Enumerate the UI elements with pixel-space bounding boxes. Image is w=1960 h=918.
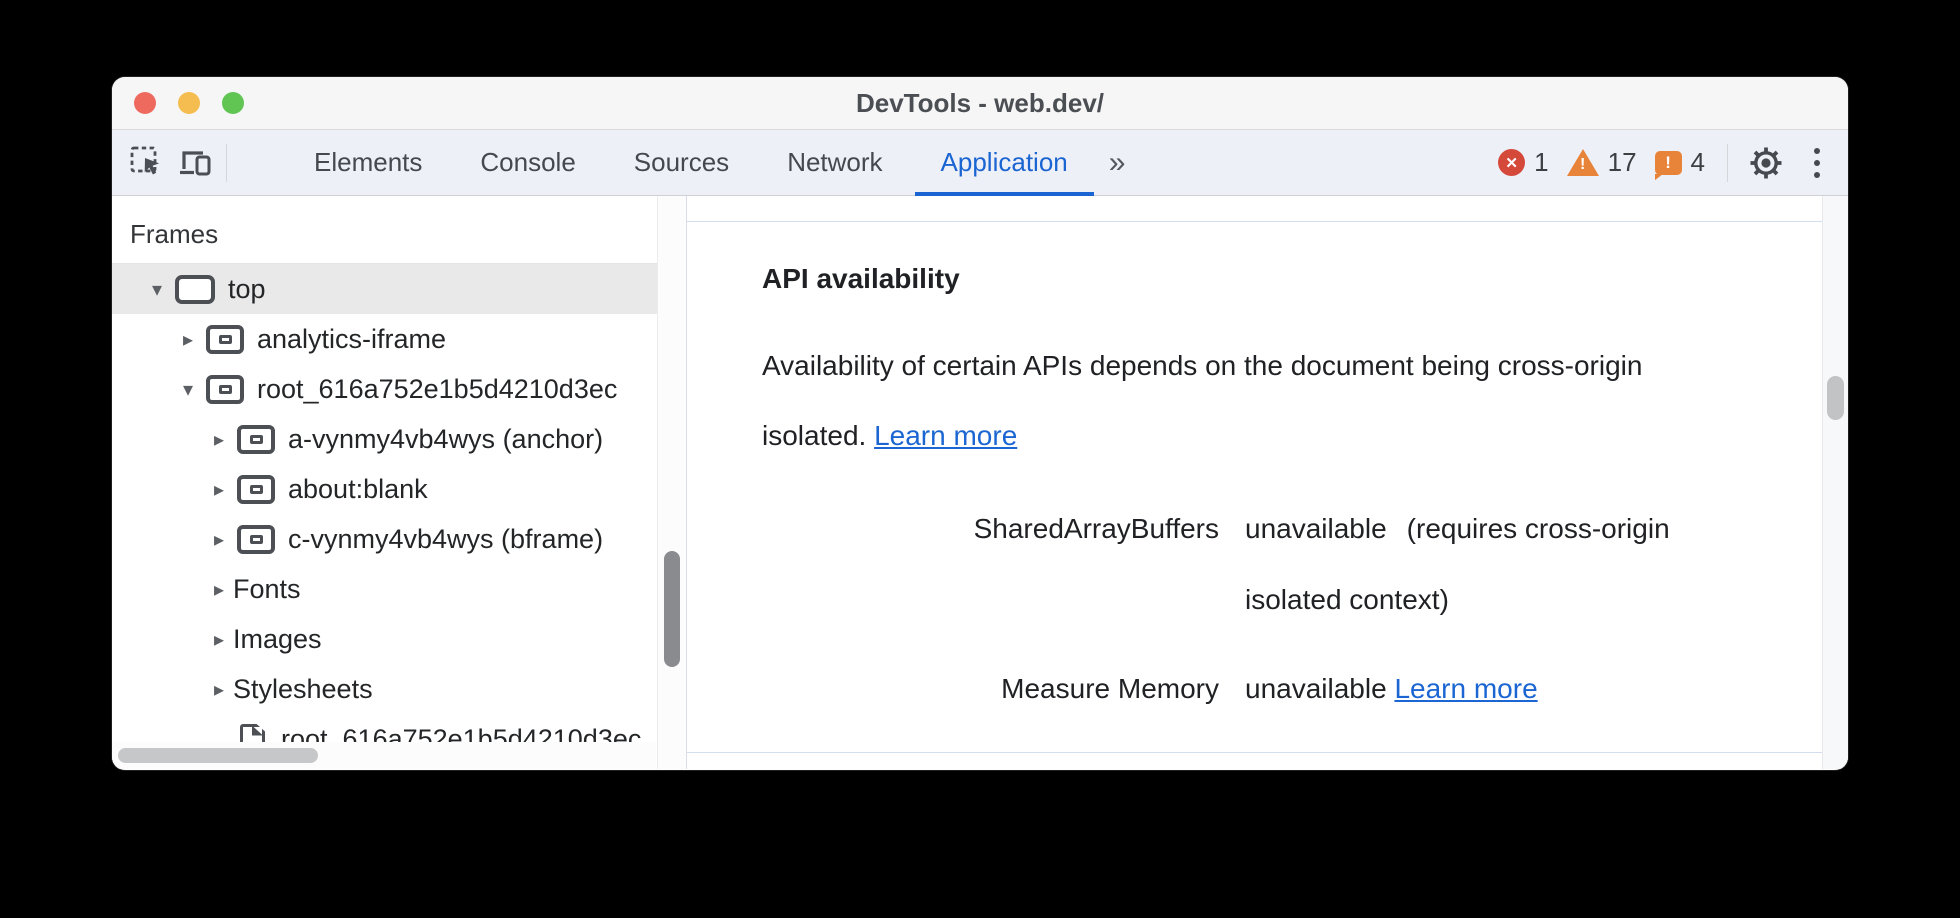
- toolbar-divider: [226, 143, 227, 182]
- content-vertical-scrollbar[interactable]: [1822, 196, 1848, 769]
- chevron-double-right-icon: »: [1108, 145, 1127, 179]
- tab-application[interactable]: Application: [912, 130, 1097, 196]
- measure-memory-learn-more-link[interactable]: Learn more: [1394, 673, 1538, 704]
- caret-down-icon[interactable]: ▾: [151, 278, 163, 301]
- issue-count: 4: [1690, 147, 1705, 177]
- frame-details-view: API availability Availability of certain…: [687, 196, 1848, 769]
- content-vertical-scrollbar-thumb[interactable]: [1827, 376, 1844, 420]
- iframe-icon: [206, 324, 244, 354]
- warning-count: 17: [1607, 147, 1637, 177]
- warning-badge[interactable]: ! 17: [1566, 147, 1637, 178]
- issues-badge[interactable]: ! 4: [1654, 147, 1705, 178]
- api-availability-table: SharedArrayBuffers unavailable(requires …: [762, 493, 1748, 724]
- tree-item-bframe[interactable]: ▸ c-vynmy4vb4wys (bframe): [112, 514, 686, 564]
- traffic-lights: [134, 77, 244, 129]
- api-status: unavailable: [1245, 513, 1387, 544]
- issue-icon: !: [1654, 150, 1682, 175]
- tab-network[interactable]: Network: [787, 147, 883, 177]
- caret-right-icon[interactable]: ▸: [213, 578, 225, 601]
- learn-more-link[interactable]: Learn more: [874, 420, 1018, 451]
- iframe-icon: [206, 374, 244, 404]
- top-frame-icon: [175, 274, 215, 304]
- error-badge[interactable]: ✕ 1: [1498, 147, 1549, 178]
- caret-right-icon[interactable]: ▸: [213, 628, 225, 651]
- tab-elements[interactable]: Elements: [314, 147, 423, 177]
- gear-icon: [1750, 147, 1782, 178]
- section-description: Availability of certain APIs depends on …: [762, 350, 1643, 451]
- window-title: DevTools - web.dev/: [855, 87, 1104, 118]
- caret-right-icon[interactable]: ▸: [213, 478, 225, 501]
- minimize-window-button[interactable]: [178, 92, 200, 114]
- warning-icon: !: [1566, 149, 1599, 176]
- settings-button[interactable]: [1746, 141, 1786, 185]
- iframe-icon: [237, 424, 275, 454]
- tree-item-about-blank[interactable]: ▸ about:blank: [112, 464, 686, 514]
- sidebar-horizontal-scrollbar[interactable]: [112, 742, 656, 769]
- api-row-value: unavailable Learn more: [1245, 653, 1745, 724]
- caret-down-icon[interactable]: ▾: [182, 378, 194, 401]
- iframe-icon: [237, 524, 275, 554]
- frames-section-header: Frames: [112, 196, 686, 264]
- api-row-value: unavailable(requires cross-origin isolat…: [1245, 493, 1745, 635]
- main-panel: Frames ▾ top ▸ analytics-iframe ▾ root_6…: [112, 196, 1848, 769]
- api-row-name: SharedArrayBuffers: [973, 513, 1219, 544]
- more-tabs-button[interactable]: »: [1097, 130, 1139, 196]
- section-divider: [687, 752, 1822, 769]
- tree-item-images[interactable]: ▸ Images: [112, 614, 686, 664]
- zoom-window-button[interactable]: [222, 92, 244, 114]
- api-status-note: (requires cross-origin isolated context): [1245, 513, 1670, 615]
- panel-tabs: Elements Console Sources Network Applica…: [285, 130, 1138, 196]
- titlebar: DevTools - web.dev/: [112, 77, 1848, 130]
- tab-console[interactable]: Console: [480, 147, 576, 177]
- kebab-menu-icon: [1814, 147, 1820, 154]
- api-row-name: Measure Memory: [1001, 673, 1219, 704]
- active-tab-underline: [914, 191, 1094, 196]
- toolbar-divider: [1727, 143, 1728, 182]
- tree-item-top[interactable]: ▾ top: [112, 264, 686, 314]
- inspect-element-button[interactable]: [128, 141, 166, 185]
- tree-item-analytics-iframe[interactable]: ▸ analytics-iframe: [112, 314, 686, 364]
- section-divider: [687, 196, 1822, 222]
- tree-item-root-frame[interactable]: ▾ root_616a752e1b5d4210d3ec: [112, 364, 686, 414]
- inspect-cursor-icon: [130, 146, 159, 174]
- api-status: unavailable: [1245, 673, 1387, 704]
- customize-devtools-button[interactable]: [1804, 141, 1830, 185]
- application-sidebar: Frames ▾ top ▸ analytics-iframe ▾ root_6…: [112, 196, 687, 769]
- caret-right-icon[interactable]: ▸: [213, 678, 225, 701]
- toggle-device-toolbar-button[interactable]: [176, 141, 214, 185]
- devtools-toolbar: Elements Console Sources Network Applica…: [112, 130, 1848, 196]
- close-window-button[interactable]: [134, 92, 156, 114]
- device-toolbar-icon: [180, 150, 211, 175]
- devtools-window: DevTools - web.dev/ Elements Console Sou…: [112, 77, 1848, 770]
- api-availability-section: API availability Availability of certain…: [687, 262, 1848, 724]
- error-count: 1: [1534, 147, 1549, 177]
- sidebar-vertical-scrollbar[interactable]: [657, 196, 686, 769]
- caret-right-icon[interactable]: ▸: [213, 428, 225, 451]
- tree-item-stylesheets[interactable]: ▸ Stylesheets: [112, 664, 686, 714]
- caret-right-icon[interactable]: ▸: [182, 328, 194, 351]
- tree-item-fonts[interactable]: ▸ Fonts: [112, 564, 686, 614]
- section-heading: API availability: [762, 263, 960, 294]
- tree-item-anchor-frame[interactable]: ▸ a-vynmy4vb4wys (anchor): [112, 414, 686, 464]
- error-icon: ✕: [1498, 149, 1526, 176]
- sidebar-vertical-scrollbar-thumb[interactable]: [664, 551, 680, 667]
- tab-sources[interactable]: Sources: [633, 147, 730, 177]
- caret-right-icon[interactable]: ▸: [213, 528, 225, 551]
- sidebar-horizontal-scrollbar-thumb[interactable]: [118, 748, 318, 763]
- iframe-icon: [237, 474, 275, 504]
- toolbar-right-group: ✕ 1 ! 17 ! 4: [1498, 141, 1830, 185]
